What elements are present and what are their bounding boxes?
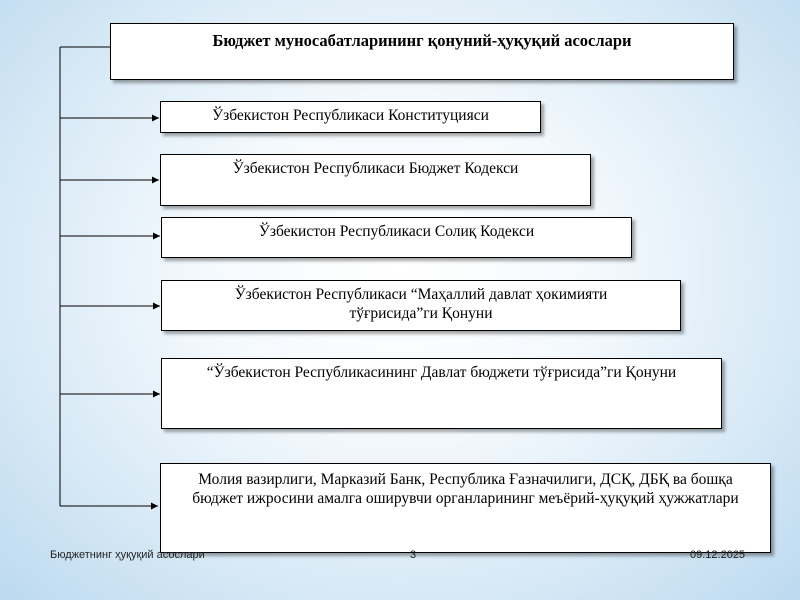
item-box-local-government-law: Ўзбекистон Республикаси “Маҳаллий давлат… xyxy=(161,280,681,331)
item-label: Ўзбекистон Республикаси Конституцияси xyxy=(212,107,489,124)
item-label: Ўзбекистон Республикаси Солиқ Кодекси xyxy=(258,223,535,240)
item-label: “Ўзбекистон Республикасининг Давлат бюдж… xyxy=(206,364,677,381)
item-box-tax-code: Ўзбекистон Республикаси Солиқ Кодекси xyxy=(161,217,632,258)
item-box-normative-documents: Молия вазирлиги, Марказий Банк, Республи… xyxy=(160,463,771,553)
footer-left-text: Бюджетнинг ҳуқуқий асослари xyxy=(50,549,205,561)
item-box-state-budget-law: “Ўзбекистон Республикасининг Давлат бюдж… xyxy=(161,358,722,429)
diagram-title: Бюджет муносабатларининг қонуний-ҳуқуқий… xyxy=(212,31,632,50)
item-label: Ўзбекистон Республикаси “Маҳаллий давлат… xyxy=(234,286,608,322)
item-box-budget-code: Ўзбекистон Республикаси Бюджет Кодекси xyxy=(160,154,591,206)
footer-date: 09.12.2025 xyxy=(690,549,746,561)
item-box-constitution: Ўзбекистон Республикаси Конституцияси xyxy=(160,101,541,133)
diagram-title-box: Бюджет муносабатларининг қонуний-ҳуқуқий… xyxy=(110,23,734,80)
item-label: Молия вазирлиги, Марказий Банк, Республи… xyxy=(192,471,739,507)
footer-page-number: 3 xyxy=(410,549,417,561)
item-label: Ўзбекистон Республикаси Бюджет Кодекси xyxy=(232,160,519,177)
